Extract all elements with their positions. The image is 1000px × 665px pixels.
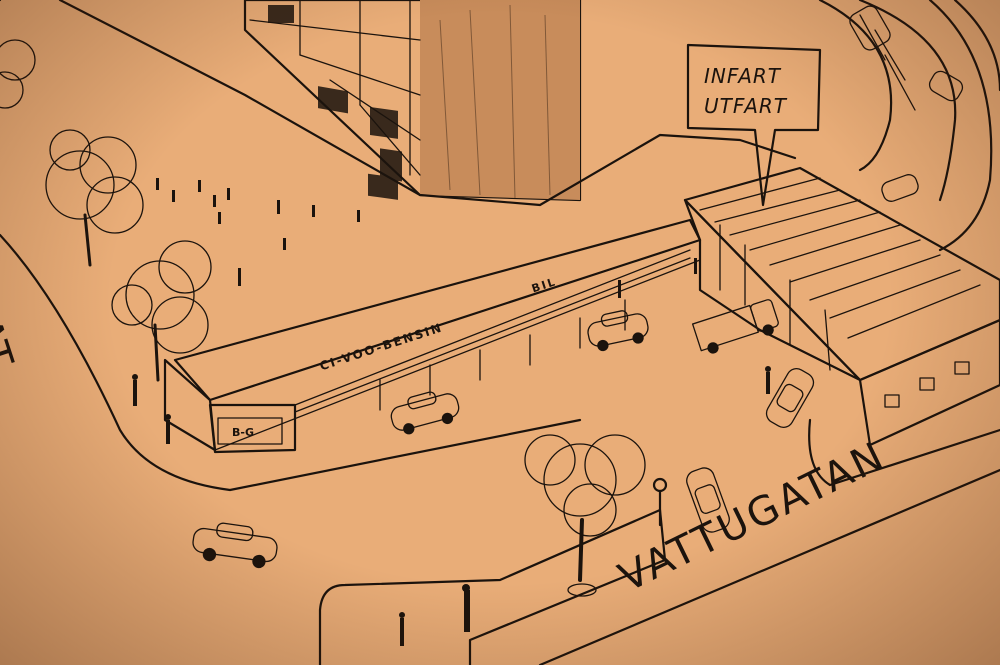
station-building: B-G <box>163 166 1000 454</box>
car-5 <box>765 368 815 428</box>
car-1 <box>192 522 278 569</box>
sign-line-infart: INFART <box>704 64 781 88</box>
trees <box>0 39 646 597</box>
pedestrians <box>132 178 771 646</box>
truck <box>691 299 779 354</box>
car-2 <box>686 467 730 533</box>
tall-building <box>243 0 582 202</box>
svg-text:B-G: B-G <box>232 426 254 439</box>
lamp-post <box>652 477 668 527</box>
ramp <box>818 0 1000 252</box>
cars <box>192 299 815 569</box>
car-3 <box>587 310 649 352</box>
sign-board <box>686 43 822 207</box>
sign-line-utfart: UTFART <box>704 94 787 118</box>
plaza-outline <box>0 0 797 492</box>
car-4 <box>390 391 460 435</box>
